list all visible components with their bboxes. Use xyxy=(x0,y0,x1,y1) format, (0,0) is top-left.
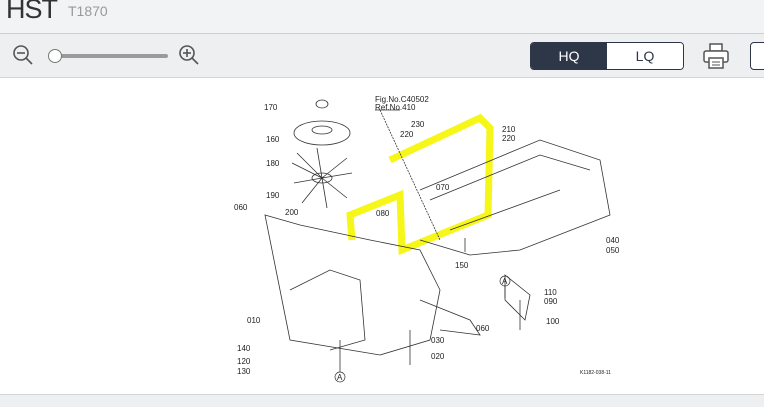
part-label: 070 xyxy=(436,183,450,192)
part-label: 130 xyxy=(237,367,251,376)
reference-marker: A xyxy=(337,373,343,382)
part-label: 230 xyxy=(411,120,425,129)
part-label: 030 xyxy=(431,336,445,345)
toolbar: HQ LQ xyxy=(0,34,764,78)
part-label: 210 xyxy=(502,125,516,134)
part-label: 010 xyxy=(247,316,261,325)
part-label: 140 xyxy=(237,344,251,353)
part-label: 080 xyxy=(376,209,390,218)
highlight-outline xyxy=(346,113,494,256)
part-label: 220 xyxy=(400,130,414,139)
page-title: HST xyxy=(6,0,58,24)
lq-button[interactable]: LQ xyxy=(607,43,683,69)
part-label: 180 xyxy=(266,159,280,168)
part-label: 220 xyxy=(502,134,516,143)
part-label: 150 xyxy=(455,261,469,270)
zoom-slider-handle[interactable] xyxy=(48,49,62,63)
part-label: 200 xyxy=(285,208,299,217)
part-label: 040 xyxy=(606,236,620,245)
part-label: 050 xyxy=(606,246,620,255)
part-label: 190 xyxy=(266,191,280,200)
more-button[interactable] xyxy=(750,42,764,70)
part-label: 090 xyxy=(544,297,558,306)
title-bar: HST T1870 xyxy=(0,0,764,34)
zoom-out-icon[interactable] xyxy=(12,44,34,66)
parts-diagram[interactable]: Fig.No.C40502 Ref.No.410 170 160 180 190… xyxy=(0,78,764,394)
part-label: 100 xyxy=(546,317,560,326)
model-number: T1870 xyxy=(68,3,108,19)
bottom-bar xyxy=(0,394,764,407)
hq-button[interactable]: HQ xyxy=(531,43,607,69)
part-label: 110 xyxy=(544,288,557,297)
part-label: 160 xyxy=(266,135,280,144)
fig-number: Fig.No.C40502 xyxy=(375,95,429,104)
part-label: 060 xyxy=(476,324,490,333)
zoom-slider[interactable] xyxy=(48,49,168,63)
printer-icon[interactable] xyxy=(702,42,730,70)
diagram-code: K1182-038-11 xyxy=(580,370,611,376)
part-label: 020 xyxy=(431,352,445,361)
part-label: 170 xyxy=(264,103,278,112)
quality-toggle: HQ LQ xyxy=(530,42,684,70)
zoom-in-icon[interactable] xyxy=(178,44,200,66)
part-label: 120 xyxy=(237,357,251,366)
part-labels: Fig.No.C40502 Ref.No.410 170 160 180 190… xyxy=(234,95,620,383)
ref-number: Ref.No.410 xyxy=(375,103,416,112)
reference-marker: A xyxy=(502,277,508,286)
parts-linework xyxy=(264,99,611,372)
part-label: 060 xyxy=(234,203,248,212)
